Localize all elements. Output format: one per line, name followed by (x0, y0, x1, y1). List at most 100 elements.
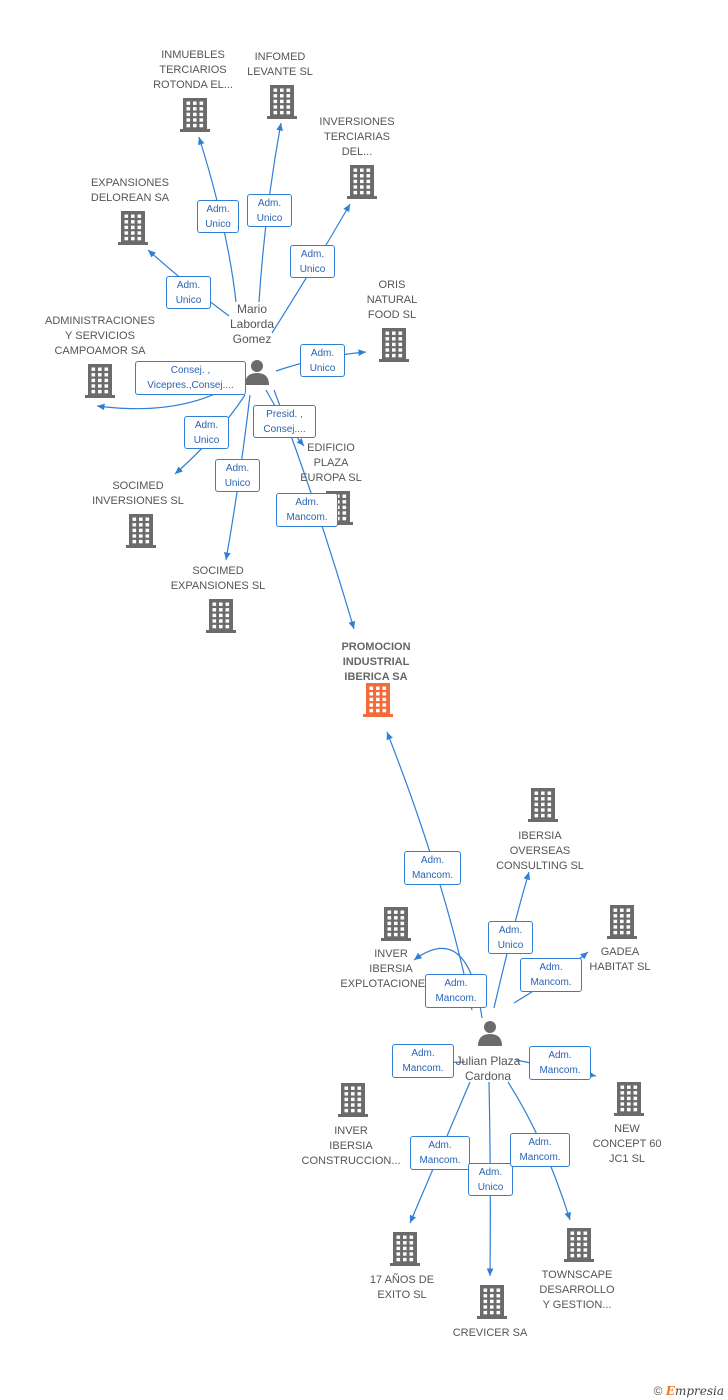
building-window (394, 927, 398, 931)
building-window (403, 1257, 407, 1262)
building-window (547, 808, 552, 812)
building-window (385, 331, 390, 335)
building-window (280, 110, 284, 115)
role-label-mario-socimedexp[interactable]: Adm. Unico (215, 459, 260, 492)
building-window (199, 112, 204, 117)
role-label-mario-campoamor[interactable]: Consej. , Vicepres.,Consej.... (135, 361, 246, 395)
building-window (357, 1103, 362, 1107)
company-campoamor-name: ADMINISTRACIONES Y SERVICIOS CAMPOAMOR S… (44, 315, 155, 357)
building-window (139, 523, 143, 527)
building-window (104, 378, 109, 383)
building-window (219, 613, 223, 618)
building-window (620, 925, 624, 929)
building-base (267, 116, 297, 119)
building-window (344, 1092, 349, 1096)
building-window (570, 1242, 575, 1247)
building-window (387, 927, 392, 931)
building-window (91, 389, 96, 394)
company-delorean-building-icon (118, 211, 148, 245)
building-window (633, 1091, 638, 1095)
role-label-julian-crevicer[interactable]: Adm. Unico (468, 1163, 513, 1196)
building-base (614, 1113, 644, 1116)
building-window (104, 373, 109, 377)
building-window (627, 1091, 631, 1095)
role-label-julian-ibersia[interactable]: Adm. Unico (488, 921, 533, 954)
brand-initial: E (665, 1384, 675, 1398)
building-window (186, 118, 191, 122)
building-base (85, 395, 115, 398)
building-window (541, 797, 545, 801)
company-inverexp-name: INVER IBERSIA EXPLOTACIONES... (340, 948, 442, 990)
company-oris-building-icon (379, 328, 409, 362)
company-17anos-building-icon (390, 1232, 420, 1266)
role-label-julian-gadea[interactable]: Adm. Mancom. (520, 958, 582, 992)
building-window (382, 692, 387, 696)
building-window (366, 168, 371, 172)
building-window (225, 602, 230, 606)
building-window (131, 236, 135, 241)
building-base (323, 522, 353, 525)
building-window (583, 1253, 588, 1258)
building-window (490, 1310, 494, 1315)
role-label-mario-center[interactable]: Adm. Mancom. (276, 493, 338, 527)
building-window (104, 384, 109, 388)
role-label-mario-edificio[interactable]: Presid. , Consej.... (253, 405, 316, 438)
building-window (483, 1294, 488, 1298)
role-label-julian-center[interactable]: Adm. Mancom. (404, 851, 461, 885)
building-window (403, 1235, 407, 1239)
company-gadea-building-icon (607, 905, 637, 939)
person-julian-icon (478, 1021, 502, 1046)
building-window (400, 910, 405, 914)
building-base (379, 359, 409, 362)
building-window (496, 1299, 501, 1304)
building-window (199, 118, 204, 122)
building-window (376, 697, 380, 702)
company-inmuebles-name: INMUEBLES TERCIARIOS ROTONDA EL... (153, 49, 233, 91)
building-window (387, 921, 392, 926)
building-window (570, 1231, 575, 1235)
role-label-mario-oris[interactable]: Adm. Unico (300, 344, 345, 377)
brand-name: mpresia (674, 1384, 724, 1398)
role-label-mario-invterciarias[interactable]: Adm. Unico (290, 245, 335, 278)
role-label-mario-delorean[interactable]: Adm. Unico (166, 276, 211, 309)
building-window (376, 708, 380, 713)
building-base (477, 1316, 507, 1319)
building-window (219, 624, 223, 629)
building-window (273, 88, 278, 92)
role-label-mario-infomed[interactable]: Adm. Unico (247, 194, 292, 227)
person-body (245, 373, 269, 385)
company-townscape-name: TOWNSCAPE DESARROLLO Y GESTION... (539, 1269, 615, 1311)
role-label-julian-townscape[interactable]: Adm. Mancom. (510, 1133, 570, 1167)
building-window (186, 123, 191, 128)
building-window (353, 179, 358, 184)
building-window (366, 179, 371, 184)
role-label-julian-newconcept[interactable]: Adm. Mancom. (529, 1046, 591, 1080)
building-window (496, 1294, 501, 1298)
building-window (273, 110, 278, 115)
role-label-mario-socimedinv[interactable]: Adm. Unico (184, 416, 229, 449)
company-inverexp-building-icon (381, 907, 411, 941)
building-window (286, 110, 291, 115)
building-window (398, 337, 403, 341)
building-window (273, 99, 278, 104)
building-window (382, 708, 387, 713)
role-label-julian-inverexp[interactable]: Adm. Mancom. (425, 974, 487, 1008)
building-window (91, 373, 96, 377)
role-label-julian-inverconst[interactable]: Adm. Mancom. (392, 1044, 454, 1078)
building-window (387, 932, 392, 937)
building-window (541, 791, 545, 795)
building-window (132, 517, 137, 521)
building-window (385, 353, 390, 358)
building-window (394, 932, 398, 937)
building-window (483, 1310, 488, 1315)
building-window (620, 930, 624, 935)
building-window (403, 1241, 407, 1245)
role-label-mario-inmuebles[interactable]: Adm. Unico (197, 200, 239, 233)
building-window (541, 808, 545, 812)
building-window (570, 1253, 575, 1258)
role-label-julian-17anos[interactable]: Adm. Mancom. (410, 1136, 470, 1170)
building-window (124, 236, 129, 241)
building-window (280, 94, 284, 98)
building-window (344, 1086, 349, 1090)
building-window (392, 348, 396, 352)
